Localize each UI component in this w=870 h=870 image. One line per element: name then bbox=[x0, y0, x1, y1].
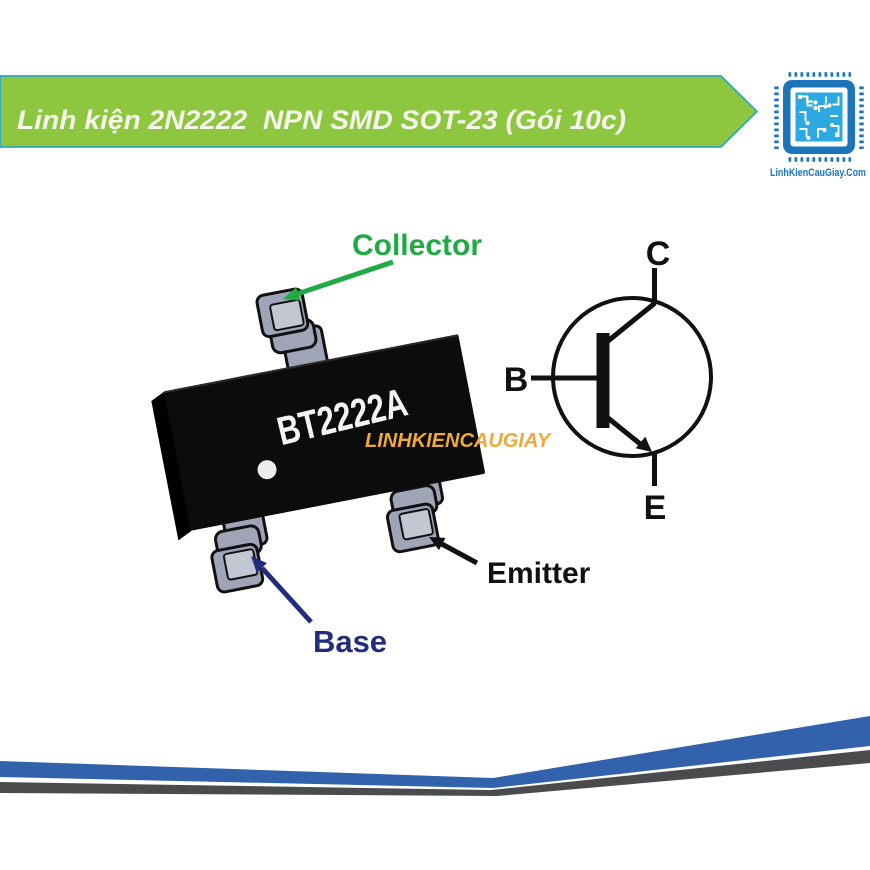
collector-arrow-head bbox=[283, 287, 301, 301]
terminal-label-c: C bbox=[646, 235, 671, 273]
package-body bbox=[164, 334, 485, 531]
schematic-base-bar bbox=[596, 333, 610, 428]
logo-chip-icon bbox=[774, 72, 864, 162]
logo-circuit-dots bbox=[798, 95, 840, 141]
emitter-arrow-line bbox=[438, 540, 479, 566]
swoosh-blue-band bbox=[0, 716, 870, 788]
schematic-c-diagonal bbox=[606, 301, 657, 343]
npn-schematic-symbol bbox=[531, 268, 713, 486]
banner-ribbon bbox=[0, 75, 759, 148]
logo-site-label: LinhKienCauGiay.Com bbox=[770, 167, 866, 179]
terminal-label-b: B bbox=[504, 361, 529, 399]
sot23-package: BT2222A bbox=[151, 284, 485, 595]
emitter-label: Emitter bbox=[487, 557, 591, 590]
terminal-label-e: E bbox=[644, 489, 667, 527]
collector-label: Collector bbox=[352, 229, 482, 262]
watermark-text: LINHKIENCAUGIAY bbox=[365, 430, 552, 452]
package-top-bevel bbox=[164, 334, 459, 394]
banner-title: Linh kiện 2N2222 NPN SMD SOT-23 (Gói 10c… bbox=[17, 105, 626, 135]
logo-circuit-traces bbox=[799, 95, 840, 138]
schematic-e-arrow-head bbox=[635, 436, 652, 452]
base-arrow-line bbox=[260, 566, 313, 624]
base-label: Base bbox=[313, 624, 387, 659]
package-side-face bbox=[151, 391, 192, 541]
pin1-dot bbox=[257, 460, 277, 480]
base-arrow-head bbox=[251, 556, 267, 573]
swoosh-dark-band bbox=[0, 750, 870, 796]
schematic-e-diagonal bbox=[606, 416, 646, 449]
emitter-arrow-head bbox=[429, 537, 446, 551]
collector-arrow-line bbox=[296, 259, 394, 297]
